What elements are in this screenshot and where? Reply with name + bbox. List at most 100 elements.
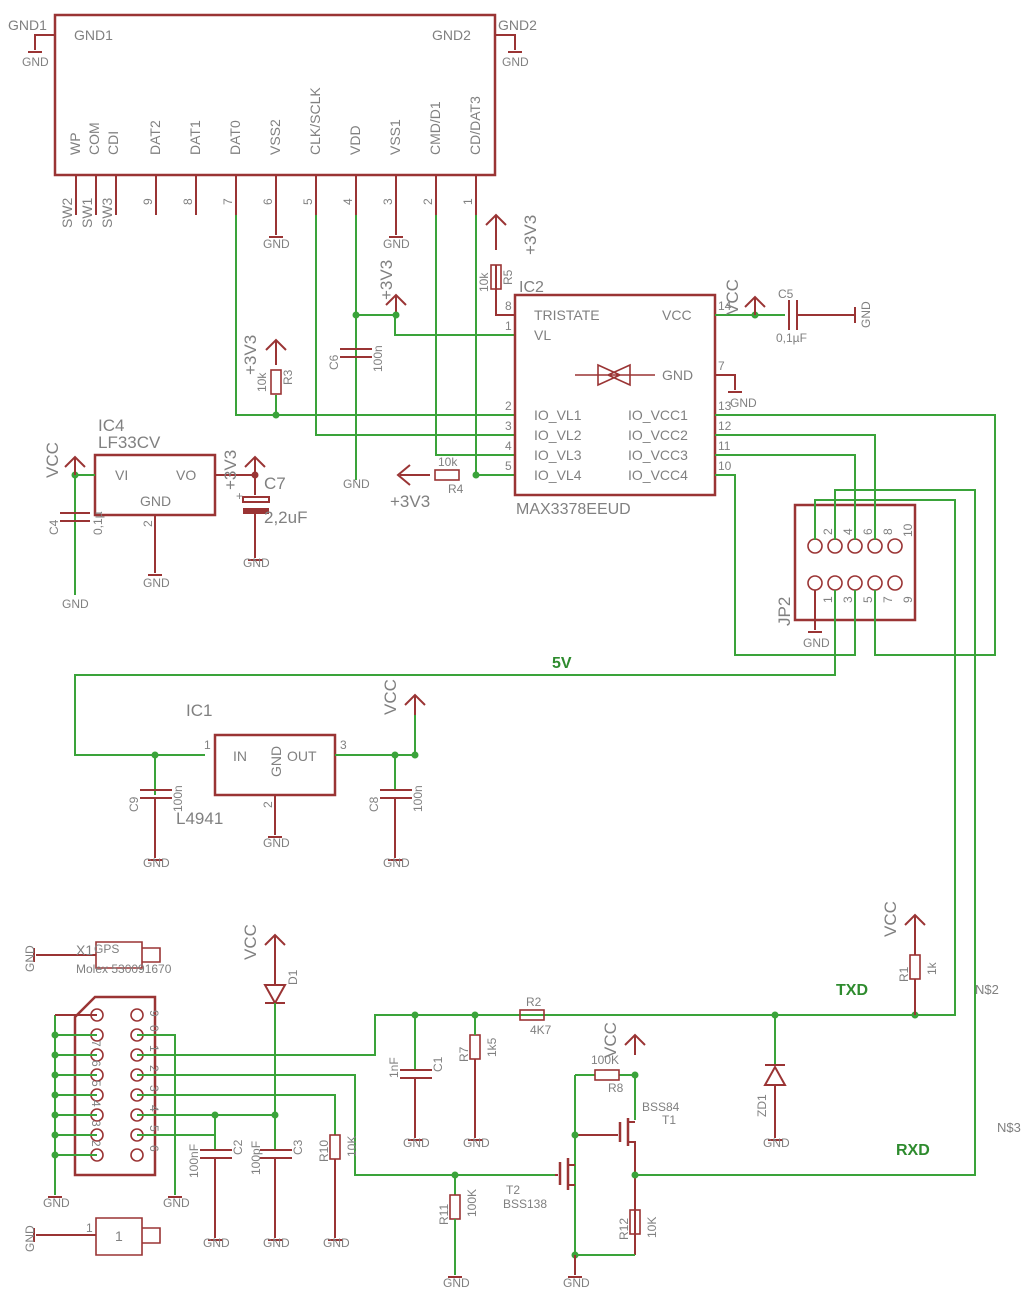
gnd-label: GND [263,237,290,251]
pin-num: 7 [221,198,235,205]
gnd-label: GND [263,1236,290,1250]
r1-value: 1k [925,961,939,975]
ic2-pin-label: IO_VL3 [534,447,582,463]
pin-wp: WP [67,132,83,155]
pin-num: 4 [341,198,355,205]
pin-num: 1 [204,738,211,752]
pin-dat0: DAT0 [227,120,243,155]
vcc-label: VCC [43,442,62,478]
pin-num: 4 [147,1105,161,1112]
gnd-label: GND [859,301,873,328]
pin-num: 2 [261,801,275,808]
gnd-label: GND [323,1236,350,1250]
rxd-circuit: RXD N$3 VCC 100K R8 BSS84 T1 T2 BSS138 R… [437,1022,1021,1290]
vcc-label: VCC [601,1022,620,1058]
gnd-label: GND [62,597,89,611]
ic4-gnd: GND [140,493,171,509]
pin-num: 6 [261,198,275,205]
pin-num: 4 [841,528,855,535]
pin-num: 14 [718,299,732,313]
gnd-label: GND [563,1276,590,1290]
ic2-name: IC2 [519,279,544,296]
c3-value: 100pF [249,1141,263,1175]
ic1-symbol: IC1 L4941 IN OUT GND 1 2 3 C9 100n GND G… [127,679,426,870]
gnd-label: GND [23,945,37,972]
t1-label: T1 [662,1113,676,1127]
txd-circuit: R2 4K7 1nF C1 GND R7 1k5 GND ZD1 GND VCC… [387,901,999,1150]
ic2-part: MAX3378EEUD [516,501,631,518]
pin-num: 8 [505,299,512,313]
pin-num: 6 [147,1145,161,1152]
ic2-pin-label: IO_VL2 [534,427,582,443]
r11-label: R11 [437,1204,451,1225]
r2-label: R2 [526,995,542,1009]
pin-num: 5 [301,198,315,205]
pin-cmd: CMD/D1 [427,101,443,155]
sw1-label: SW1 [79,197,95,228]
t2-label: T2 [506,1183,520,1197]
zd1-label: ZD1 [755,1094,769,1117]
gnd-label: GND [143,856,170,870]
pin-num: 5 [147,1125,161,1132]
pin-num: 3 [89,1120,103,1127]
gnd-label: GND [403,1136,430,1150]
ic4-name: IC4 [98,416,124,435]
vcc-label: VCC [241,924,260,960]
vcc-label: VCC [881,901,900,937]
gnd-label: GND [243,556,270,570]
v33-label: +3V3 [390,492,430,511]
ic2-symbol: IC2 MAX3378EEUD TRISTATE VL IO_VL1 IO_VL… [505,279,873,518]
r12-label: R12 [617,1218,631,1240]
pin-num: 6 [89,1060,103,1067]
r8-label: R8 [608,1081,624,1095]
gnd-label: GND [163,1196,190,1210]
db-connector: 9 0 1 2 3 4 5 6 7 6 5 4 3 2 GND GND [43,995,555,1210]
r7-value: 1k5 [485,1037,499,1057]
pin-num: 5 [89,1080,103,1087]
t2-part: BSS138 [503,1197,547,1211]
t1-part: BSS84 [642,1100,680,1114]
pin-num: 8 [181,198,195,205]
pin-com: COM [86,122,102,155]
gnd-label: GND [730,396,757,410]
r3-value: 10k [255,372,269,392]
gnd-label: GND [263,836,290,850]
r10-label: R10 [317,1140,331,1162]
r5-label: R5 [501,269,515,285]
v33-label: +3V3 [221,450,240,490]
r4-value: 10k [438,455,458,469]
pin-num: 10 [901,523,915,537]
r10-value: 10K [345,1136,359,1157]
c6-value: 100n [371,345,385,372]
vcc-label: VCC [381,679,400,715]
ic1-name: IC1 [186,701,212,720]
v33-supplies: +3V3 10k R5 +3V3 +3V3 10k R3 C6 100n GND… [241,213,540,511]
pin-num: 7 [881,596,895,603]
sd-nets [235,215,515,480]
c2-value: 100nF [187,1144,201,1178]
r11-value: 100K [465,1189,479,1217]
c1-label: C1 [431,1056,445,1072]
pin-num: 1 [461,198,475,205]
c3-label: C3 [291,1139,305,1155]
plus-sign: + [236,489,243,503]
pin-vdd: VDD [347,125,363,155]
pin-num: 1 [821,596,835,603]
r8-value: 100K [591,1053,619,1067]
gnd2-ext-label: GND2 [498,17,537,33]
pin-num: 4 [89,1100,103,1107]
v33-label: +3V3 [241,335,260,375]
pin-num: 7 [718,359,725,373]
pin-cdi: CDI [105,131,121,155]
pin-num: 0 [147,1025,161,1032]
ic2-pin-label: GND [662,367,693,383]
pin-num: 8 [881,528,895,535]
c2-label: C2 [231,1139,245,1155]
pin-num: 3 [505,419,512,433]
pin-num: 7 [89,1040,103,1047]
pin-num: 2 [821,528,835,535]
pin-num: 3 [340,738,347,752]
x1-gps-connector: GND X1 GPS Molex 530091670 [23,941,172,976]
ic2-pin-label: IO_VCC3 [628,447,688,463]
